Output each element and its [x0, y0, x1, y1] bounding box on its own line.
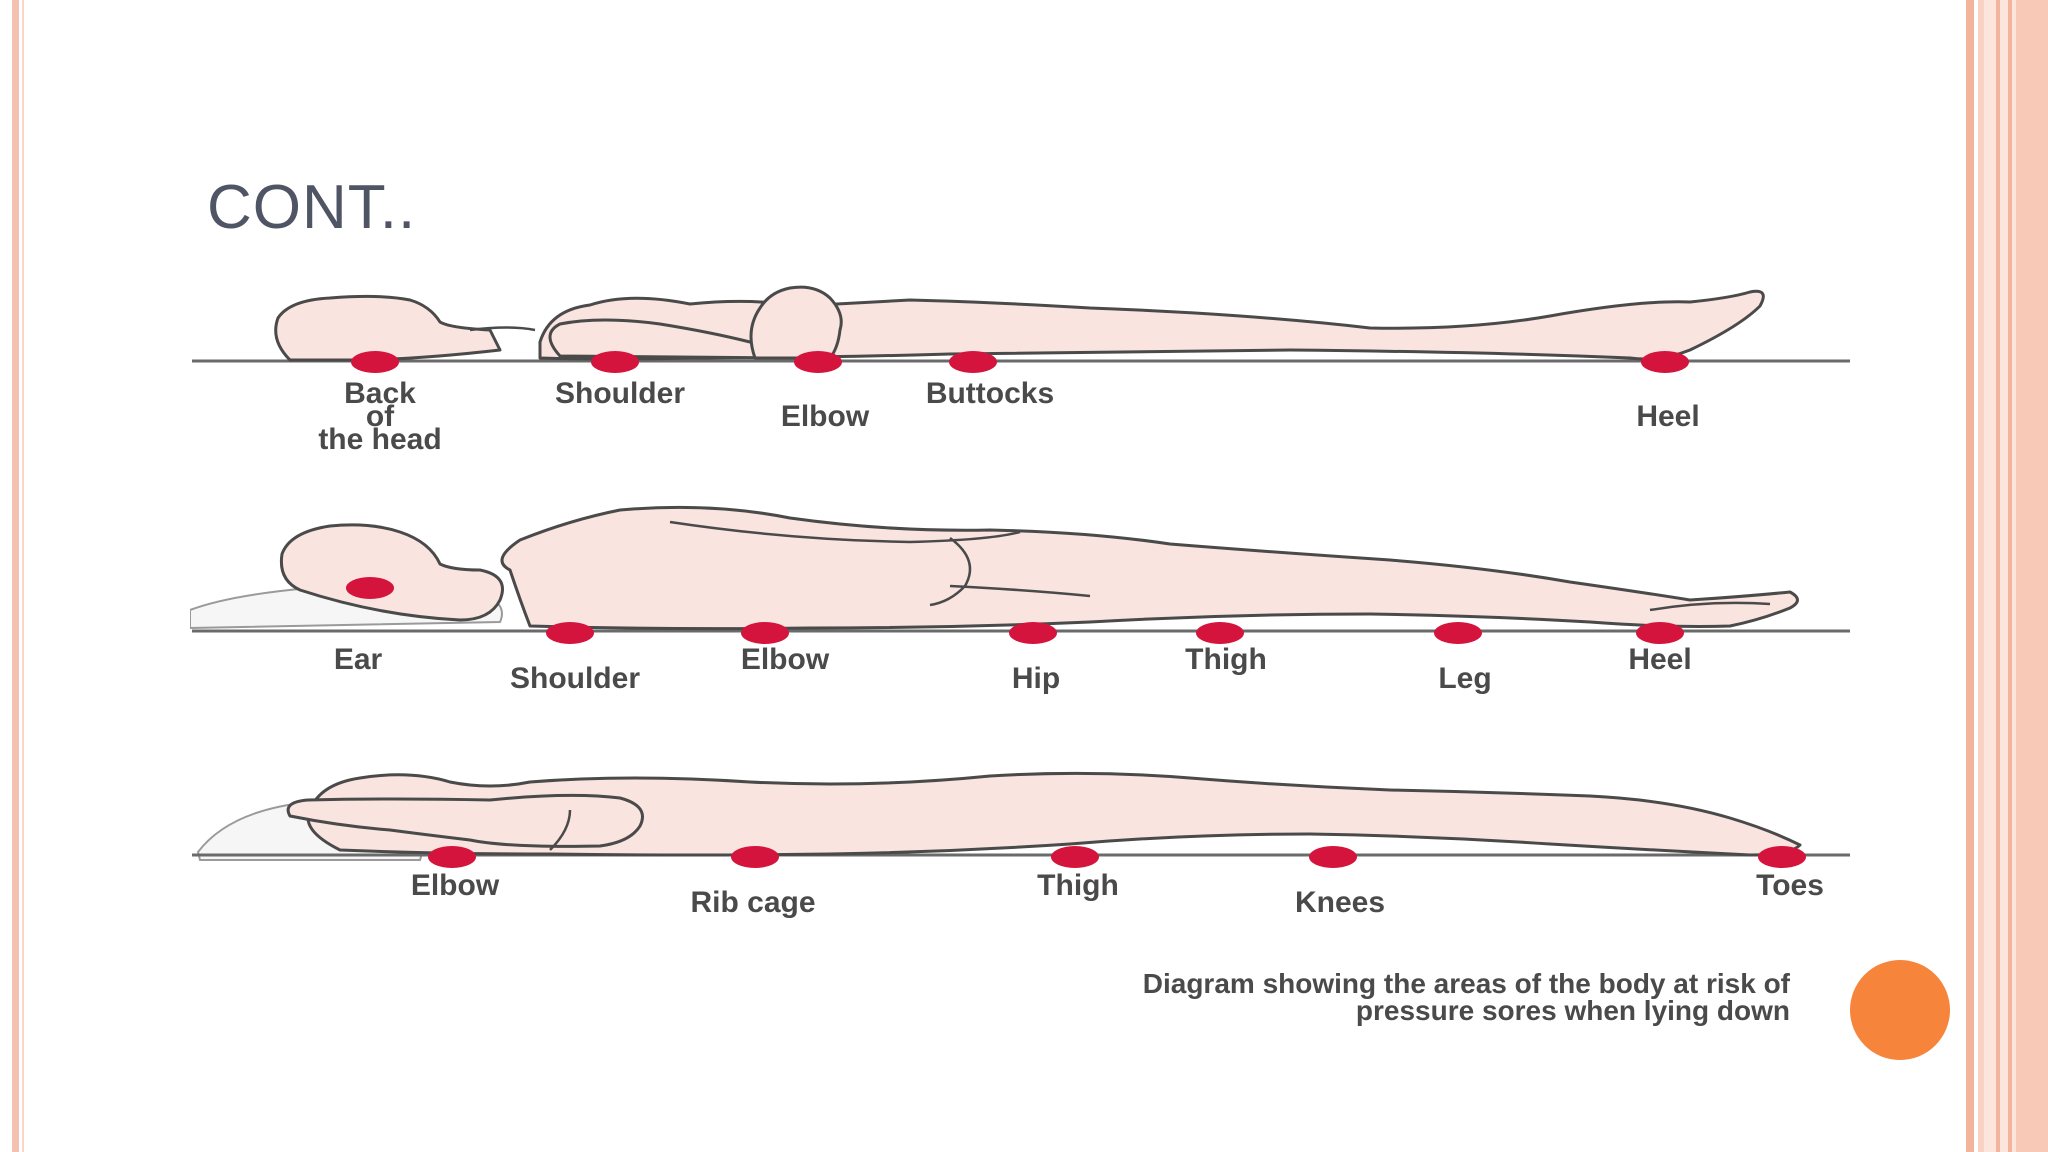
- supine-point-buttocks: [949, 351, 997, 373]
- lateral-point-hip: [1009, 622, 1057, 644]
- supine-point-elbow: [794, 351, 842, 373]
- prone-point-toes: [1758, 846, 1806, 868]
- supine-label-elbow: Elbow: [781, 400, 870, 433]
- lateral-label-shoulder: Shoulder: [510, 662, 640, 695]
- prone-arm: [286, 793, 644, 848]
- slide-right-strip-line: [2008, 0, 2012, 1152]
- prone-point-elbow: [428, 846, 476, 868]
- lateral-arm-line: [669, 520, 1021, 544]
- lateral-label-leg: Leg: [1438, 662, 1491, 695]
- prone-body: [306, 771, 1802, 857]
- prone-label-elbow: Elbow: [411, 869, 500, 902]
- supine-point-heel: [1641, 351, 1689, 373]
- supine-label-shoulder: Shoulder: [555, 377, 685, 410]
- prone-point-thigh: [1051, 846, 1099, 868]
- diagram-caption-line2: pressure sores when lying down: [1356, 995, 1790, 1026]
- lateral-point-leg: [1434, 622, 1482, 644]
- prone-point-knees: [1309, 846, 1357, 868]
- lateral-figure: Ear Shoulder Elbow Hip Thigh Leg Heel: [190, 505, 1850, 695]
- prone-figure: Elbow Rib cage Thigh Knees Toes: [192, 771, 1850, 919]
- prone-point-rib-cage: [731, 846, 779, 868]
- lateral-point-heel: [1636, 622, 1684, 644]
- slide-right-strip-line: [1996, 0, 2000, 1152]
- lateral-label-heel: Heel: [1628, 643, 1691, 676]
- lateral-point-thigh: [1196, 622, 1244, 644]
- slide-right-border-inner: [1978, 0, 1984, 1152]
- diagram-caption-line1: Diagram showing the areas of the body at…: [1143, 968, 1791, 999]
- prone-label-toes: Toes: [1756, 869, 1824, 902]
- lateral-label-thigh: Thigh: [1185, 643, 1267, 676]
- slide-accent-dot: [1850, 960, 1950, 1060]
- supine-point-back-of-head: [351, 351, 399, 373]
- prone-label-rib-cage: Rib cage: [690, 886, 815, 919]
- slide-right-strip-fill: [2016, 0, 2048, 1152]
- supine-label-back-2: of: [366, 400, 395, 433]
- prone-torso-line: [549, 809, 572, 851]
- supine-hand: [749, 285, 843, 360]
- prone-label-knees: Knees: [1295, 886, 1385, 919]
- supine-figure: Back of the head Shoulder Elbow Buttocks…: [192, 285, 1850, 456]
- lateral-head: [279, 523, 504, 622]
- lateral-point-ear: [346, 577, 394, 599]
- supine-label-back-1: Back: [344, 377, 416, 410]
- slide-left-border-inner: [22, 0, 24, 1152]
- supine-head: [274, 294, 502, 362]
- slide-left-border: [12, 0, 19, 1152]
- lateral-label-ear: Ear: [334, 643, 383, 676]
- slide-right-border: [1966, 0, 1974, 1152]
- lateral-point-shoulder: [546, 622, 594, 644]
- prone-label-thigh: Thigh: [1037, 869, 1119, 902]
- slide-title: CONT..: [207, 173, 417, 242]
- lateral-label-elbow: Elbow: [741, 643, 830, 676]
- supine-label-heel: Heel: [1636, 400, 1699, 433]
- supine-label-back-3: the head: [318, 423, 441, 456]
- pressure-sore-diagram: Back of the head Shoulder Elbow Buttocks…: [190, 285, 1850, 1026]
- supine-label-buttocks: Buttocks: [926, 377, 1054, 410]
- lateral-point-elbow: [741, 622, 789, 644]
- supine-point-shoulder: [591, 351, 639, 373]
- lateral-foot-line: [1649, 601, 1771, 612]
- lateral-leg-line: [949, 584, 1091, 598]
- lateral-label-hip: Hip: [1012, 662, 1060, 695]
- supine-neck-line: [469, 326, 536, 332]
